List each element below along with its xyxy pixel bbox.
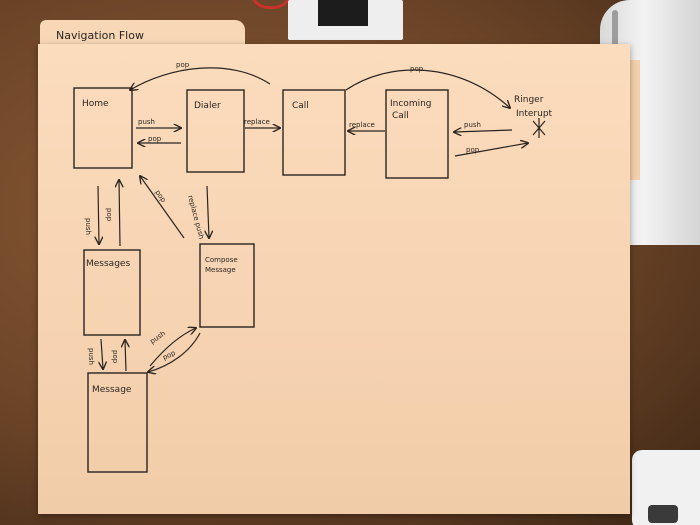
home-box bbox=[73, 87, 133, 169]
pop-arc-to-home bbox=[130, 67, 271, 90]
replace-dialer-call-label: replace bbox=[244, 118, 270, 126]
push-message-compose-label: push bbox=[149, 329, 167, 345]
push-messages-message-label: push bbox=[87, 348, 95, 365]
pop-message-messages bbox=[125, 340, 126, 372]
push-home-messages-label: push bbox=[84, 218, 92, 235]
push-home-dialer-label: push bbox=[138, 118, 155, 126]
push-home-messages bbox=[98, 185, 99, 244]
pop-compose-message bbox=[148, 332, 201, 372]
pop-message-messages-label: pop bbox=[111, 350, 119, 364]
pop-compose-home bbox=[140, 176, 185, 239]
message-label: Message bbox=[92, 385, 132, 395]
pop-messages-home bbox=[119, 180, 120, 247]
folder-tab bbox=[40, 20, 245, 48]
pop-incoming-ringer-label: pop bbox=[466, 146, 480, 154]
compose-label-line2: Message bbox=[205, 266, 236, 274]
pop-compose-home-label: pop bbox=[153, 189, 167, 205]
ringer-label-line2: Interupt bbox=[516, 109, 553, 119]
compose-message-box bbox=[199, 243, 255, 328]
call-label: Call bbox=[292, 101, 309, 111]
replace-push-label: replace push bbox=[186, 194, 205, 240]
compose-label-line1: Compose bbox=[205, 256, 238, 264]
pop-arc-ringer-label: pop bbox=[410, 65, 424, 73]
push-ringer-incoming bbox=[454, 130, 513, 132]
replace-incoming-call-label: replace bbox=[349, 121, 375, 129]
replace-push-dialer-compose bbox=[207, 185, 209, 238]
diagram-title: Navigation Flow bbox=[56, 29, 144, 42]
messages-label: Messages bbox=[86, 259, 130, 269]
incoming-call-box bbox=[385, 89, 449, 179]
message-box bbox=[87, 372, 148, 473]
ringer-interrupt-mark bbox=[532, 118, 546, 138]
push-message-compose bbox=[149, 328, 196, 367]
microcontroller-board bbox=[318, 0, 368, 26]
device-port bbox=[648, 505, 678, 523]
home-label: Home bbox=[82, 99, 109, 109]
manila-folder bbox=[38, 44, 630, 514]
pop-incoming-ringer bbox=[454, 143, 528, 157]
dialer-label: Dialer bbox=[194, 101, 221, 111]
dialer-box bbox=[186, 89, 245, 173]
pop-dialer-home-label: pop bbox=[148, 135, 162, 143]
pop-messages-home-label: pop bbox=[105, 208, 113, 222]
push-messages-message bbox=[101, 338, 103, 369]
push-ringer-incoming-label: push bbox=[464, 121, 481, 129]
call-box bbox=[282, 89, 346, 176]
ringer-label-line1: Ringer bbox=[514, 95, 544, 105]
messages-box bbox=[83, 249, 141, 336]
incoming-label-line1: Incoming bbox=[390, 99, 432, 109]
pop-arc-home-label: pop bbox=[176, 61, 190, 69]
incoming-label-line2: Call bbox=[392, 111, 409, 121]
pop-arc-to-ringer bbox=[345, 69, 510, 108]
